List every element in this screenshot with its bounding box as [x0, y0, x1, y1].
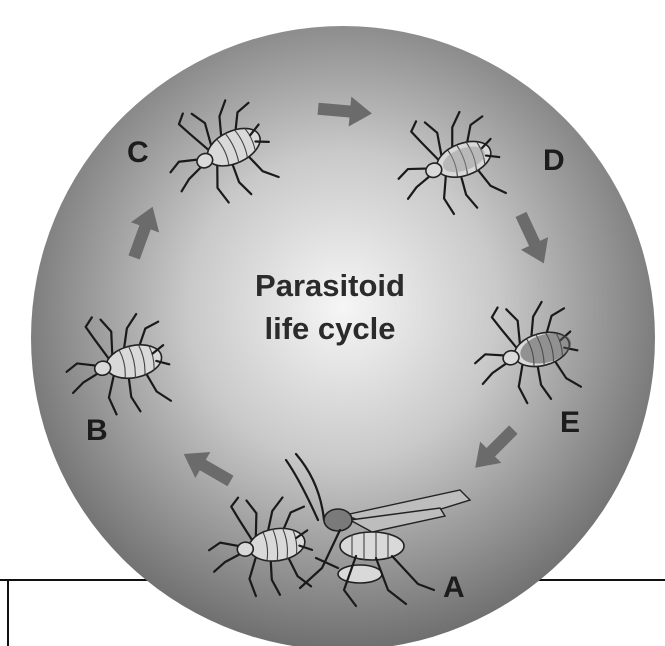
stage-label-e: E — [560, 406, 580, 439]
stage-label-d: D — [543, 144, 565, 177]
stage-label-a: A — [443, 571, 465, 604]
diagram-title-line1: Parasitoid — [255, 268, 405, 303]
diagram-title-line2: life cycle — [265, 311, 396, 346]
stage-label-c: C — [127, 136, 149, 169]
stage-label-b: B — [86, 414, 108, 447]
